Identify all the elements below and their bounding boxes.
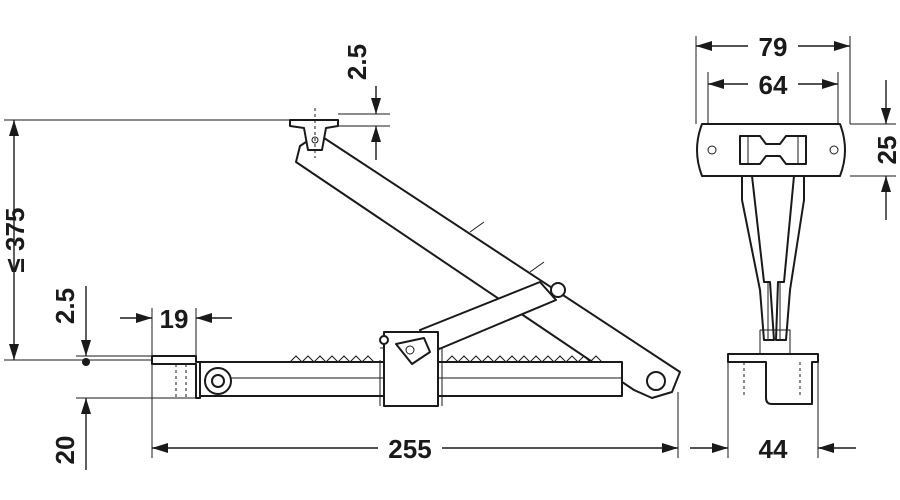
dim-max-height: ≤ 375 [0,208,30,273]
dim-plate-width: 19 [160,304,189,334]
side-dimensions: ≤ 375 2.5 2.5 19 20 255 [0,44,679,470]
dim-offset-left: 2.5 [50,288,80,324]
dim-base-height: 20 [50,436,80,465]
front-dimensions: 79 64 25 44 [690,30,900,464]
side-view [151,108,681,407]
front-base [727,353,819,405]
front-arms [741,175,775,341]
front-view [696,123,846,405]
dim-plate-height: 25 [872,136,900,165]
arm-pivot-lower [646,371,666,391]
front-hinge-block [739,135,807,165]
dim-width-outer: 79 [759,32,788,62]
dim-length: 255 [388,434,431,464]
top-bracket [289,119,339,151]
dim-offset-top: 2.5 [342,44,372,80]
release-lever-icon [395,337,431,365]
arm-pivot-middle [550,282,566,298]
upper-arm [295,133,681,399]
dim-width-inner: 64 [759,70,788,100]
ratchet-teeth [289,355,603,363]
dim-depth: 44 [759,434,788,464]
